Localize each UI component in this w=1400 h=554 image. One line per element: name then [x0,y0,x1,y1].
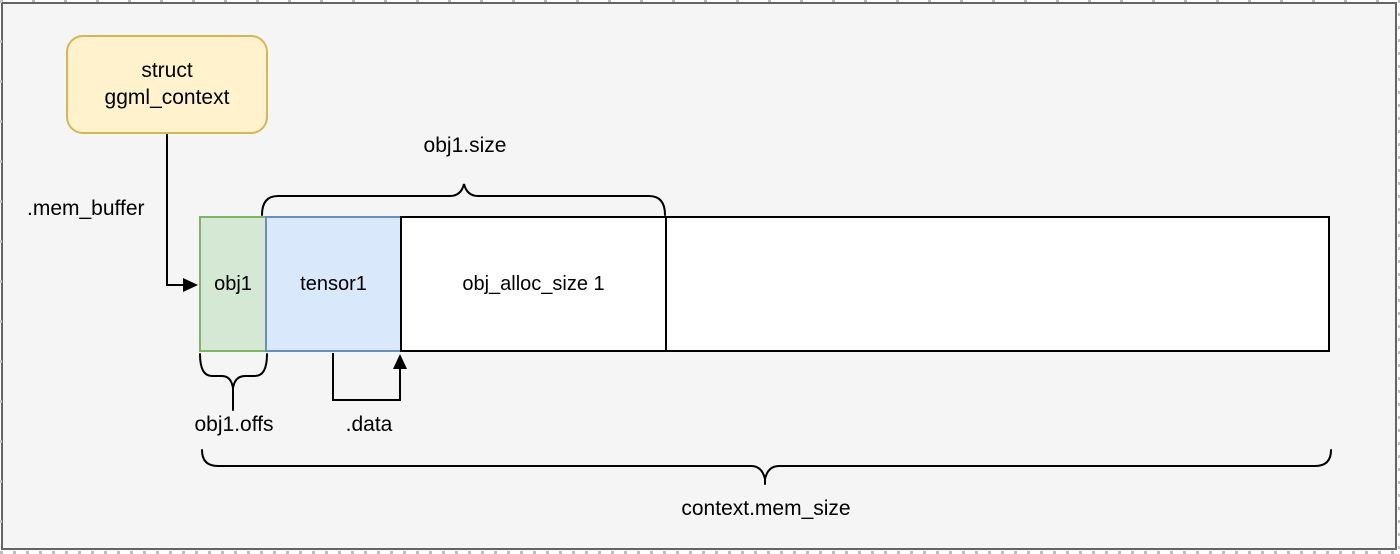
context-mem-size-label: context.mem_size [681,497,851,520]
segment-obj-alloc-size: obj_alloc_size 1 [400,216,667,352]
obj1-offs-label: obj1.offs [194,413,274,436]
data-label: .data [345,413,393,436]
obj1-size-label: obj1.size [423,134,507,157]
segment-tensor1-label: tensor1 [300,272,367,295]
segment-obj1-label: obj1 [214,272,252,295]
struct-ggml-context-box: struct ggml_context [66,35,268,134]
segment-obj-alloc-size-label: obj_alloc_size 1 [462,272,605,295]
struct-box-line2: ggml_context [104,85,230,109]
struct-box-line1: struct [141,58,193,82]
segment-tensor1: tensor1 [265,216,402,352]
segment-free-space [665,216,1330,352]
mem-buffer-label: .mem_buffer [27,197,145,220]
segment-obj1: obj1 [199,216,267,352]
